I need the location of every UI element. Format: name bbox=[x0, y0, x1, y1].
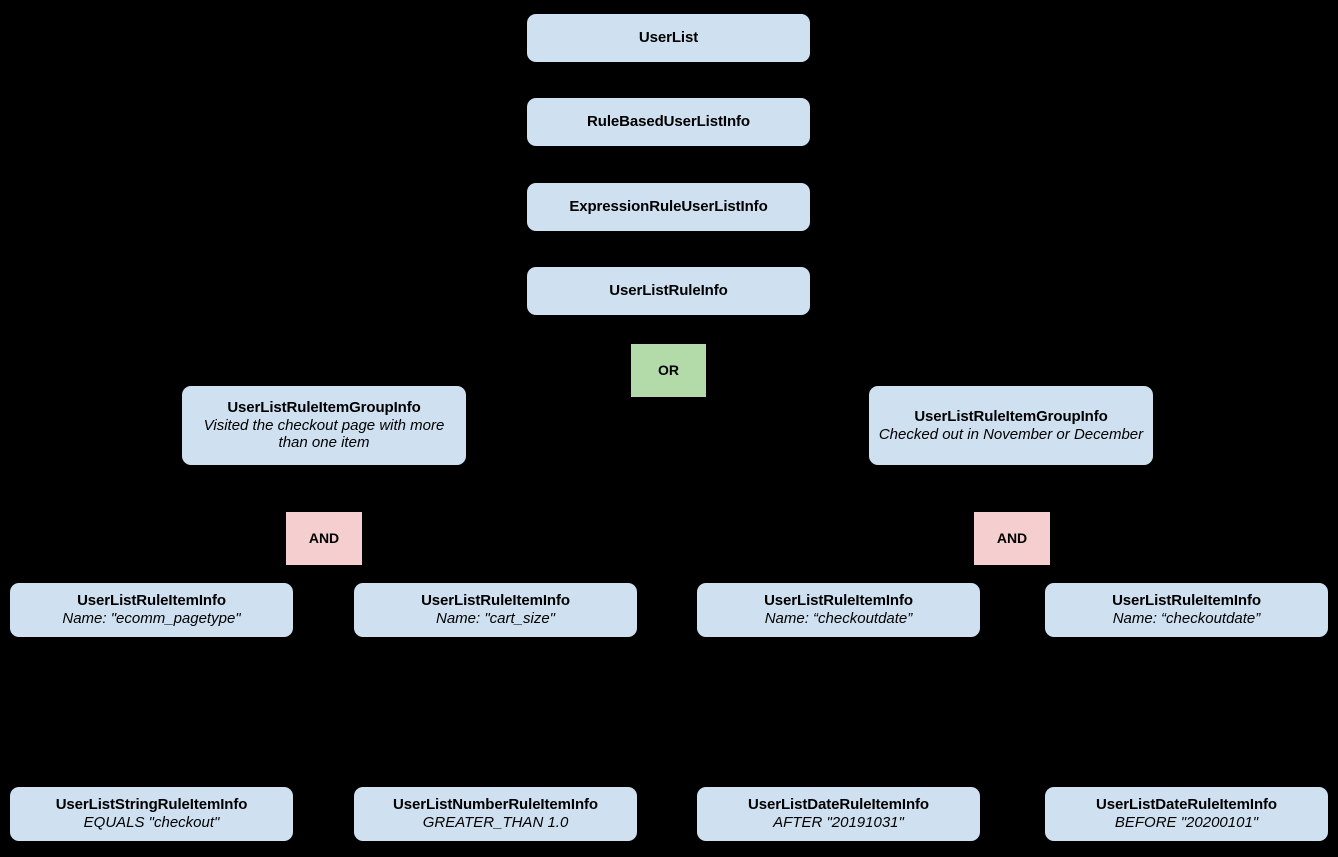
node-subtitle: AFTER "20191031" bbox=[773, 814, 904, 831]
node-subtitle: Name: "ecomm_pagetype" bbox=[62, 610, 241, 627]
edge-and-right-to-item4 bbox=[1035, 564, 1187, 584]
node-title: UserListRuleItemGroupInfo bbox=[914, 407, 1108, 425]
edge-and-left-to-item2 bbox=[347, 564, 496, 584]
node-title: UserListNumberRuleItemInfo bbox=[393, 796, 598, 814]
node-subtitle: Name: "cart_size" bbox=[435, 610, 556, 627]
operator-and-left[interactable]: AND bbox=[286, 512, 362, 565]
node-title: UserListRuleItemGroupInfo bbox=[227, 399, 421, 417]
edge-and-left-to-item1 bbox=[150, 564, 301, 584]
node-user-list-rule-info[interactable]: UserListRuleInfo bbox=[527, 267, 810, 315]
node-title: UserListRuleInfo bbox=[609, 282, 728, 300]
operator-label: AND bbox=[996, 530, 1028, 547]
operator-label: OR bbox=[658, 362, 679, 379]
node-title: UserListRuleItemInfo bbox=[77, 592, 226, 610]
node-leaf-string-rule-item[interactable]: UserListStringRuleItemInfo EQUALS "check… bbox=[10, 787, 293, 841]
operator-label: AND bbox=[308, 530, 340, 547]
edge-and-right-to-item3 bbox=[837, 564, 989, 584]
node-subtitle: GREATER_THAN 1.0 bbox=[422, 814, 569, 831]
node-group-left[interactable]: UserListRuleItemGroupInfo Visited the ch… bbox=[182, 386, 466, 465]
node-subtitle: EQUALS "checkout" bbox=[83, 814, 220, 831]
node-subtitle: Checked out in November or December bbox=[878, 425, 1144, 443]
node-title: RuleBasedUserListInfo bbox=[587, 113, 750, 131]
node-leaf-number-rule-item[interactable]: UserListNumberRuleItemInfo GREATER_THAN … bbox=[354, 787, 637, 841]
node-subtitle: Visited the checkout page with more than… bbox=[203, 416, 445, 452]
node-rule-based-user-list-info[interactable]: RuleBasedUserListInfo bbox=[527, 98, 810, 146]
node-rule-item-2[interactable]: UserListRuleItemInfo Name: "cart_size" bbox=[354, 583, 637, 637]
node-subtitle: Name: “checkoutdate” bbox=[764, 610, 913, 627]
node-title: UserList bbox=[638, 29, 699, 47]
node-title: UserListDateRuleItemInfo bbox=[1096, 796, 1277, 814]
node-subtitle: Name: “checkoutdate” bbox=[1112, 610, 1261, 627]
node-title: ExpressionRuleUserListInfo bbox=[569, 198, 768, 216]
node-group-right[interactable]: UserListRuleItemGroupInfo Checked out in… bbox=[869, 386, 1153, 465]
operator-or[interactable]: OR bbox=[631, 344, 706, 397]
node-user-list[interactable]: UserList bbox=[527, 14, 810, 62]
node-title: UserListStringRuleItemInfo bbox=[55, 796, 248, 814]
node-subtitle: BEFORE "20200101" bbox=[1114, 814, 1259, 831]
node-title: UserListRuleItemInfo bbox=[1112, 592, 1261, 610]
operator-and-right[interactable]: AND bbox=[974, 512, 1050, 565]
node-title: UserListRuleItemInfo bbox=[764, 592, 913, 610]
node-leaf-date-rule-item-after[interactable]: UserListDateRuleItemInfo AFTER "20191031… bbox=[697, 787, 980, 841]
node-rule-item-3[interactable]: UserListRuleItemInfo Name: “checkoutdate… bbox=[697, 583, 980, 637]
node-leaf-date-rule-item-before[interactable]: UserListDateRuleItemInfo BEFORE "2020010… bbox=[1045, 787, 1328, 841]
node-expression-rule-user-list-info[interactable]: ExpressionRuleUserListInfo bbox=[527, 183, 810, 231]
node-title: UserListRuleItemInfo bbox=[421, 592, 570, 610]
node-rule-item-4[interactable]: UserListRuleItemInfo Name: “checkoutdate… bbox=[1045, 583, 1328, 637]
node-title: UserListDateRuleItemInfo bbox=[748, 796, 929, 814]
node-rule-item-1[interactable]: UserListRuleItemInfo Name: "ecomm_pagety… bbox=[10, 583, 293, 637]
